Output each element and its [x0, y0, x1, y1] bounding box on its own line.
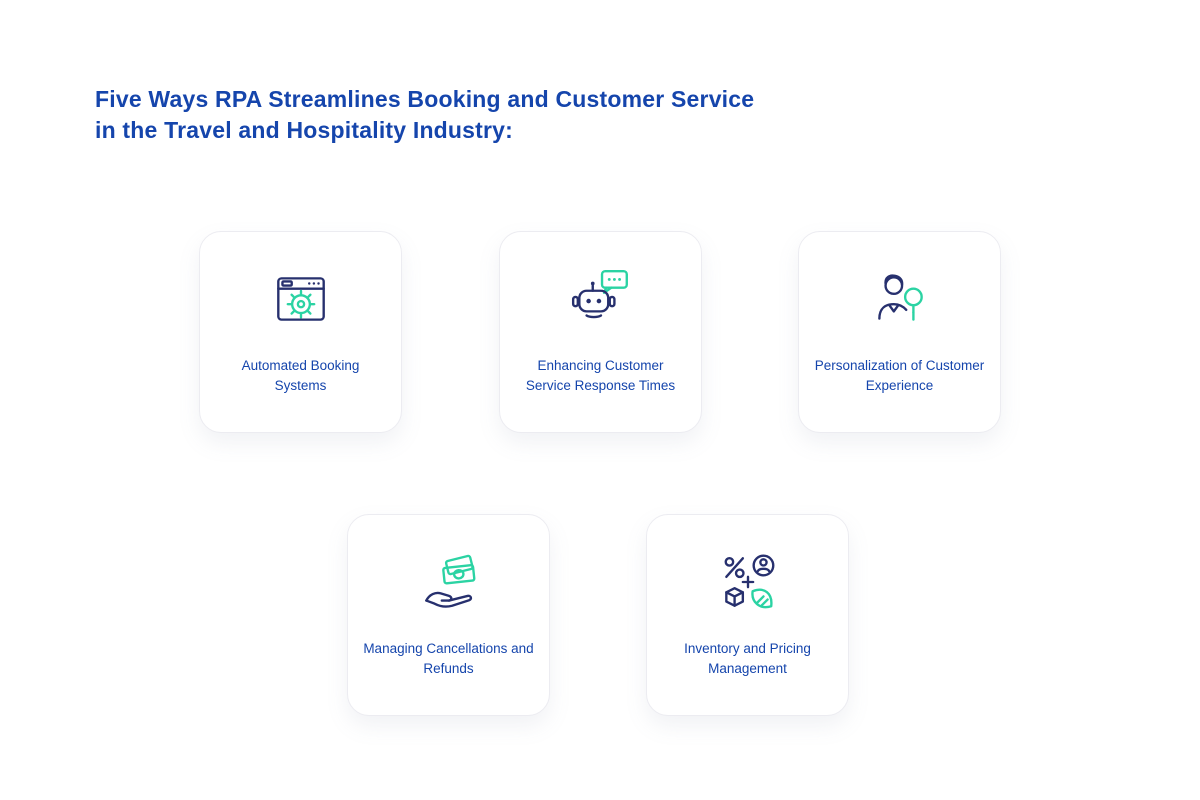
card-label: Personalization of Customer Experience: [814, 358, 985, 393]
card-automated-booking: Automated Booking Systems: [199, 231, 402, 433]
card-cancellations-refunds: Managing Cancellations and Refunds: [347, 514, 550, 716]
browser-gear-icon: [276, 277, 325, 321]
inventory-pricing-icon: [724, 554, 774, 609]
card-label: Automated Booking Systems: [241, 358, 360, 393]
page-title: Five Ways RPA Streamlines Booking and Cu…: [95, 86, 755, 144]
card-label: Enhancing Customer Service Response Time…: [525, 358, 676, 393]
card-label: Managing Cancellations and Refunds: [363, 641, 534, 676]
card-inventory-pricing: Inventory and Pricing Management: [646, 514, 849, 716]
hand-money-icon: [424, 554, 475, 608]
robot-chat-icon: [571, 269, 628, 319]
card-personalization: Personalization of Customer Experience: [798, 231, 1001, 433]
person-magnifier-icon: [877, 274, 923, 321]
card-label: Inventory and Pricing Management: [684, 641, 811, 676]
card-customer-service: Enhancing Customer Service Response Time…: [499, 231, 702, 433]
